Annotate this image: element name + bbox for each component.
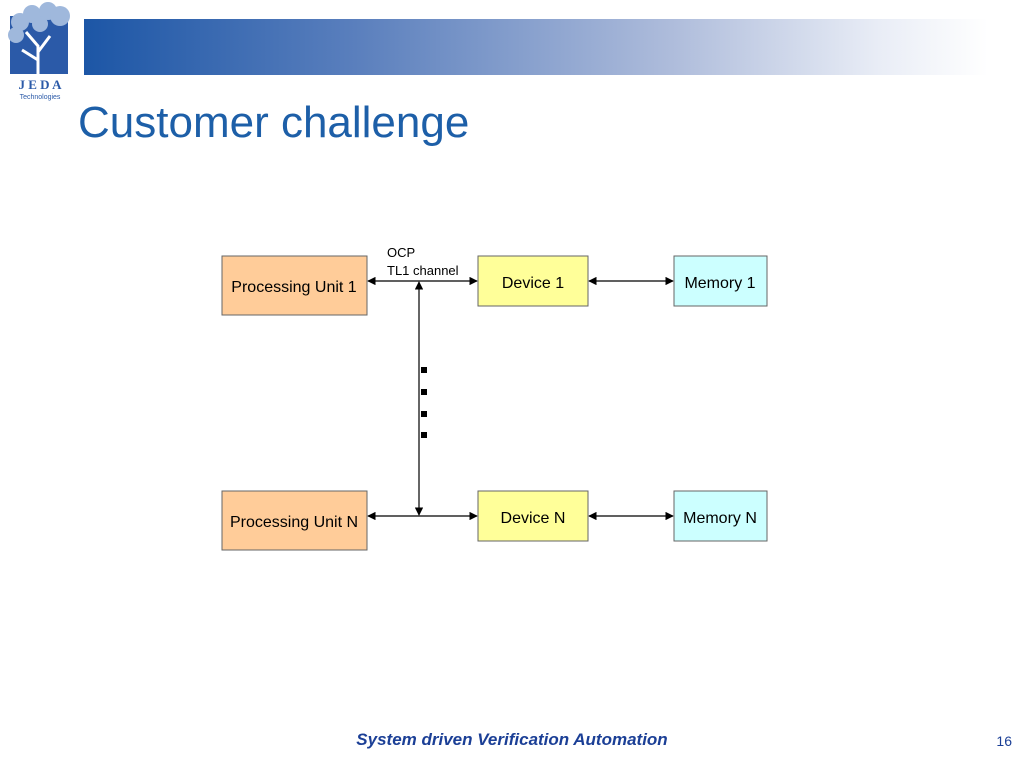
device-n-label: Device N <box>501 510 566 527</box>
footer-text: System driven Verification Automation <box>356 730 668 749</box>
device-1-box <box>477 255 589 307</box>
header-gradient-bar <box>84 19 988 75</box>
memory-n-box <box>673 490 768 542</box>
processing-unit-n-label: Processing Unit N <box>230 514 358 531</box>
processing-unit-1-box <box>221 255 368 316</box>
device-n-box <box>477 490 589 542</box>
ellipsis-dot <box>421 389 427 395</box>
channel-label-line1: OCP <box>387 245 415 260</box>
page-title: Customer challenge <box>78 98 470 147</box>
memory-1-label: Memory 1 <box>684 275 755 292</box>
memory-1-box <box>673 255 768 307</box>
device-1-label: Device 1 <box>502 275 564 292</box>
processing-unit-1-label: Processing Unit 1 <box>231 279 356 296</box>
memory-n-label: Memory N <box>683 510 757 527</box>
logo-tagline: Technologies <box>20 94 61 101</box>
channel-label-line2: TL1 channel <box>387 263 459 278</box>
ellipsis-dot <box>421 432 427 438</box>
page-number: 16 <box>996 733 1012 749</box>
logo-name: J E D A <box>19 77 63 92</box>
ellipsis-dot <box>421 411 427 417</box>
processing-unit-n-box <box>221 490 368 551</box>
ellipsis-dot <box>421 367 427 373</box>
jeda-logo: J E D A Technologies <box>8 2 70 101</box>
